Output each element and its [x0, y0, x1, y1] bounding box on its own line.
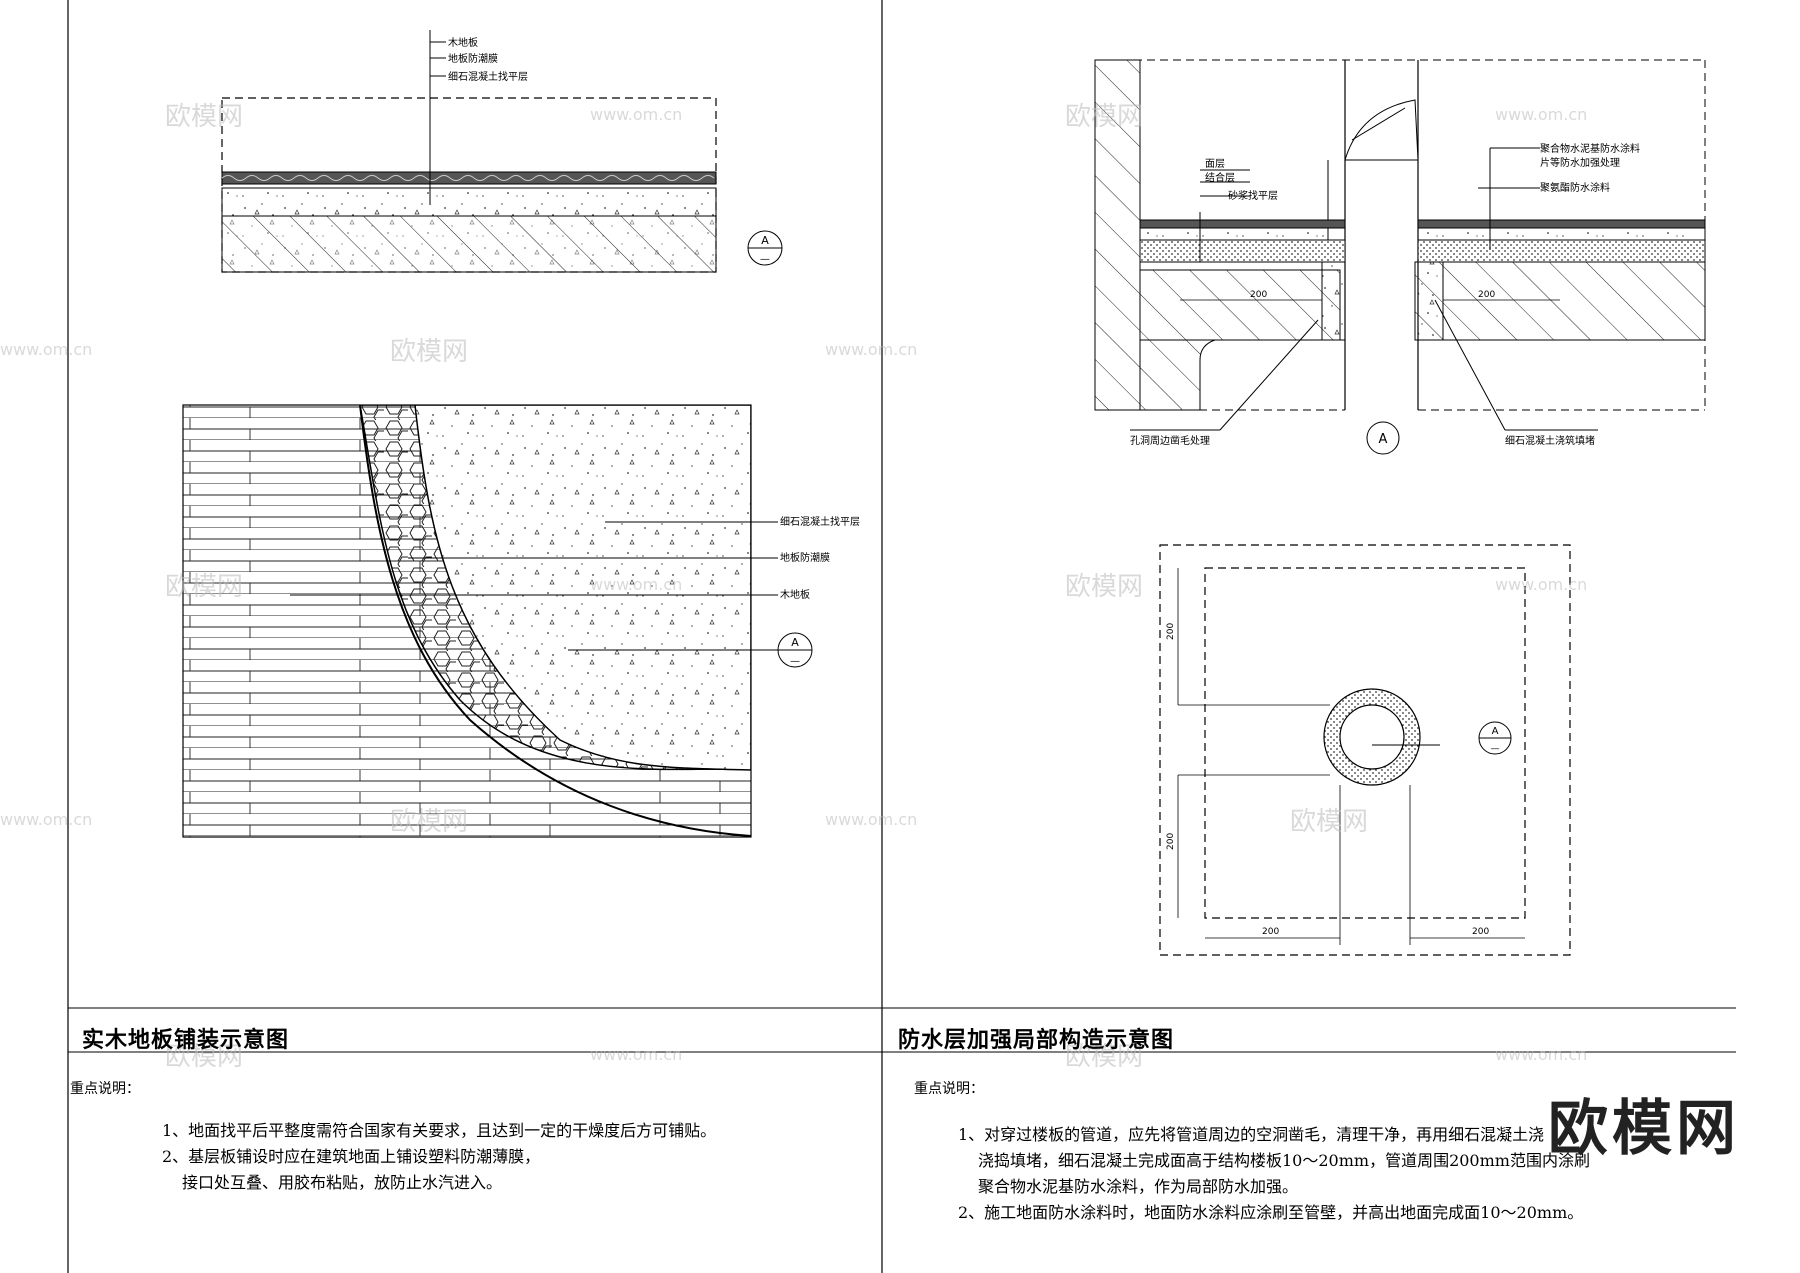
plan-dim-v1: 200 [1166, 623, 1176, 640]
section-label-wood-floor: 木地板 [448, 36, 478, 49]
section-mark-a: A — [747, 230, 783, 266]
pipe-label-polymer: 聚合物水泥基防水涂料 [1540, 142, 1640, 155]
svg-text:A: A [1492, 726, 1499, 737]
right-note-1-cont-a: 浇捣填堵，细石混凝土完成面高于结构楼板10～20mm，管道周围200mm范围内涂… [978, 1151, 1590, 1170]
pipe-label-chisel: 孔洞周边凿毛处理 [1130, 434, 1210, 447]
pipe-label-bond: 结合层 [1205, 171, 1235, 184]
plan-dim-h1: 200 [1262, 927, 1279, 937]
svg-text:欧模网: 欧模网 [165, 572, 243, 602]
svg-text:—: — [1491, 744, 1500, 754]
right-panel-title: 防水层加强局部构造示意图 [898, 1028, 1175, 1053]
left-note-2-cont: 接口处互叠、用胶布粘贴，放防止水汽进入。 [182, 1173, 503, 1192]
right-note-1-cont-b: 聚合物水泥基防水涂料，作为局部防水加强。 [978, 1177, 1299, 1196]
svg-text:www.om.cn: www.om.cn [0, 340, 92, 359]
svg-text:www.om.cn: www.om.cn [825, 810, 917, 829]
section-label-leveling: 细石混凝土找平层 [448, 70, 528, 83]
watermarks: 欧模网 欧模网 欧模网 欧模网 欧模网 欧模网 欧模网 欧模网 欧模网 [165, 102, 1368, 1072]
pipe-label-fill: 细石混凝土浇筑填堵 [1505, 434, 1595, 447]
svg-text:欧模网: 欧模网 [1290, 807, 1368, 837]
svg-text:A: A [791, 636, 799, 649]
left-panel-title: 实木地板铺装示意图 [82, 1028, 290, 1053]
pipe-label-pu: 聚氨酯防水涂料 [1540, 181, 1610, 194]
floor-plan-detail: 细石混凝土找平层 地板防潮膜 木地板 A — [182, 404, 860, 838]
pipe-label-surface: 面层 [1205, 158, 1225, 170]
plan-label-leveling: 细石混凝土找平层 [780, 515, 860, 528]
svg-text:—: — [790, 656, 800, 667]
plan-dim-v2: 200 [1166, 833, 1176, 850]
svg-text:www.om.cn: www.om.cn [590, 105, 682, 124]
left-notes-heading: 重点说明： [70, 1081, 140, 1097]
svg-text:www.om.cn: www.om.cn [590, 1045, 682, 1064]
right-note-1: 1、对穿过楼板的管道，应先将管道周边的空洞凿毛，清理干净，再用细石混凝土浇 [958, 1125, 1545, 1144]
section-label-moisture-film: 地板防潮膜 [448, 52, 498, 65]
right-notes-heading: 重点说明： [914, 1081, 984, 1097]
svg-text:欧模网: 欧模网 [390, 337, 468, 367]
svg-text:欧模网: 欧模网 [1065, 102, 1143, 132]
plan-label-wood-floor: 木地板 [780, 588, 810, 601]
right-note-2: 2、施工地面防水涂料时，地面防水涂料应涂刷至管壁，并高出地面完成面10～20mm… [958, 1203, 1584, 1222]
svg-text:www.om.cn: www.om.cn [1495, 1045, 1587, 1064]
pipe-plan-detail: A — 200 200 200 200 [1159, 544, 1571, 956]
svg-text:欧模网: 欧模网 [1065, 572, 1143, 602]
floor-section-detail: 木地板 地板防潮膜 细石混凝土找平层 A — [221, 30, 783, 273]
svg-text:A: A [1379, 432, 1388, 447]
svg-text:www.om.cn: www.om.cn [825, 340, 917, 359]
svg-text:欧模网: 欧模网 [390, 807, 468, 837]
svg-text:—: — [760, 254, 770, 265]
plan-label-moisture-film: 地板防潮膜 [780, 551, 830, 564]
watermark-urls: www.om.cn www.om.cn www.om.cn www.om.cn … [0, 105, 1587, 1064]
plan-dim-h2: 200 [1472, 927, 1489, 937]
pipe-label-reinforce: 片等防水加强处理 [1540, 156, 1620, 169]
sheet-frame [67, 0, 1736, 1273]
svg-text:欧模网: 欧模网 [1065, 1042, 1143, 1072]
pipe-label-mortar: 砂浆找平层 [1228, 189, 1278, 202]
plan-section-mark-a: A — [777, 632, 813, 668]
pipe-section-detail: 面层 结合层 砂浆找平层 聚合物水泥基防水涂料 片等防水加强处理 聚氨酯防水涂料… [1094, 59, 1706, 455]
left-note-1: 1、地面找平后平整度需符合国家有关要求，且达到一定的干燥度后方可铺贴。 [162, 1121, 717, 1140]
svg-text:A: A [761, 234, 769, 247]
left-note-2: 2、基层板铺设时应在建筑地面上铺设塑料防潮薄膜， [162, 1147, 541, 1166]
brand-logo: 欧模网 [1548, 1094, 1740, 1164]
plan-section-mark-a: A — [1478, 721, 1512, 755]
pipe-dim-left: 200 [1250, 290, 1267, 300]
svg-text:www.om.cn: www.om.cn [590, 575, 682, 594]
svg-text:欧模网: 欧模网 [165, 102, 243, 132]
svg-text:www.om.cn: www.om.cn [1495, 105, 1587, 124]
svg-text:欧模网: 欧模网 [165, 1042, 243, 1072]
pipe-dim-right: 200 [1478, 290, 1495, 300]
svg-text:www.om.cn: www.om.cn [0, 810, 92, 829]
pipe-section-mark-a: A [1366, 421, 1400, 455]
svg-text:www.om.cn: www.om.cn [1495, 575, 1587, 594]
